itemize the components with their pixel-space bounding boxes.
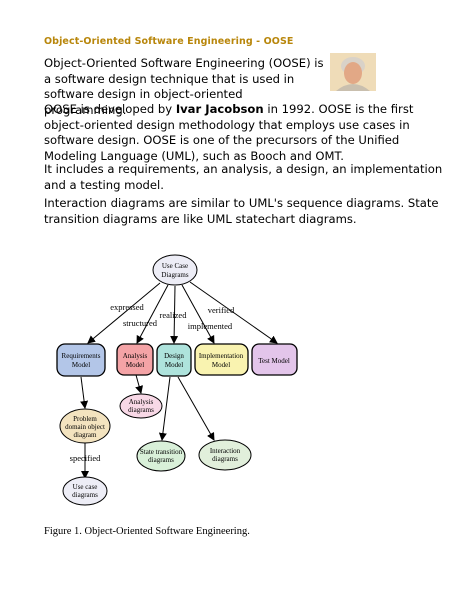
node-label: Model xyxy=(126,361,144,369)
node-test-model: Test Model xyxy=(251,343,298,376)
node-label: diagrams xyxy=(128,406,154,414)
node-label: diagrams xyxy=(148,456,174,464)
node-label: Implementation xyxy=(199,352,244,360)
edge-label-specified: specified xyxy=(70,453,101,463)
node-label: Test Model xyxy=(258,357,290,365)
node-use-case-top: Use Case Diagrams xyxy=(152,254,198,286)
paragraph-intro: Object-Oriented Software Engineering (OO… xyxy=(44,56,324,117)
edge-labels: expressed structured realized implemente… xyxy=(70,302,235,463)
node-implementation-model: Implementation Model xyxy=(194,343,249,376)
node-label: Interaction xyxy=(210,447,241,455)
edge-label-structured: structured xyxy=(123,318,158,328)
node-label: Model xyxy=(165,361,183,369)
edge-design-interaction xyxy=(177,376,215,441)
node-label: Diagrams xyxy=(161,271,188,279)
edge-label-implemented: implemented xyxy=(188,321,233,331)
node-label: Requirements xyxy=(62,352,101,360)
edge-design-statetransition xyxy=(158,376,171,441)
node-label: domain object xyxy=(65,423,105,431)
edge-usecase-implementation xyxy=(181,284,215,344)
node-label: Model xyxy=(212,361,230,369)
node-label: Use Case xyxy=(162,262,188,270)
edge-usecase-design xyxy=(170,285,179,344)
node-label: Model xyxy=(72,361,90,369)
node-interaction-diagrams: Interaction diagrams xyxy=(198,439,252,471)
node-label: diagrams xyxy=(212,455,238,463)
edge-usecase-requirements xyxy=(87,282,161,344)
author-name: Ivar Jacobson xyxy=(175,102,264,116)
paragraph-models: It includes a requirements, an analysis,… xyxy=(44,162,443,192)
author-photo xyxy=(330,53,376,91)
edge-usecase-test xyxy=(189,281,278,344)
page-header: Object-Oriented Software Engineering - O… xyxy=(44,36,294,47)
node-label: State transition xyxy=(140,448,183,456)
node-design-model: Design Model xyxy=(156,343,192,377)
edge-label-verified: verified xyxy=(208,305,235,315)
node-label: Analysis xyxy=(129,398,154,406)
edge-label-expressed: expressed xyxy=(110,302,144,312)
node-state-transition-diagrams: State transition diagrams xyxy=(136,440,186,472)
node-problem-domain-diagram: Problem domain object diagram xyxy=(59,408,111,444)
node-analysis-model: Analysis Model xyxy=(116,343,154,376)
node-label: diagrams xyxy=(72,491,98,499)
paragraph-developer: OOSE is developed by Ivar Jacobson in 19… xyxy=(44,102,444,164)
node-label: diagram xyxy=(74,431,97,439)
edge-analysis-analysisdiagrams xyxy=(135,374,143,394)
node-label: Design xyxy=(164,352,184,360)
node-use-case-bottom: Use case diagrams xyxy=(62,476,108,506)
paragraph-developer-text-b: in 1992. OOSE is the first object-orient… xyxy=(44,102,414,163)
author-photo-image xyxy=(330,53,376,91)
node-label: Problem xyxy=(73,415,97,423)
node-label: Analysis xyxy=(123,352,148,360)
node-requirements-model: Requirements Model xyxy=(56,343,106,377)
edge-label-realized: realized xyxy=(160,310,188,320)
figure-caption: Figure 1. Object-Oriented Software Engin… xyxy=(44,526,250,537)
node-label: Use case xyxy=(73,483,98,491)
edge-usecase-analysis xyxy=(136,284,169,344)
edge-requirements-problemdomain xyxy=(80,376,89,409)
paragraph-developer-text-a: OOSE is developed by xyxy=(44,102,176,116)
paragraph-interaction: Interaction diagrams are similar to UML'… xyxy=(44,196,439,226)
diagram-edges xyxy=(80,281,278,479)
node-analysis-diagrams: Analysis diagrams xyxy=(119,393,163,419)
